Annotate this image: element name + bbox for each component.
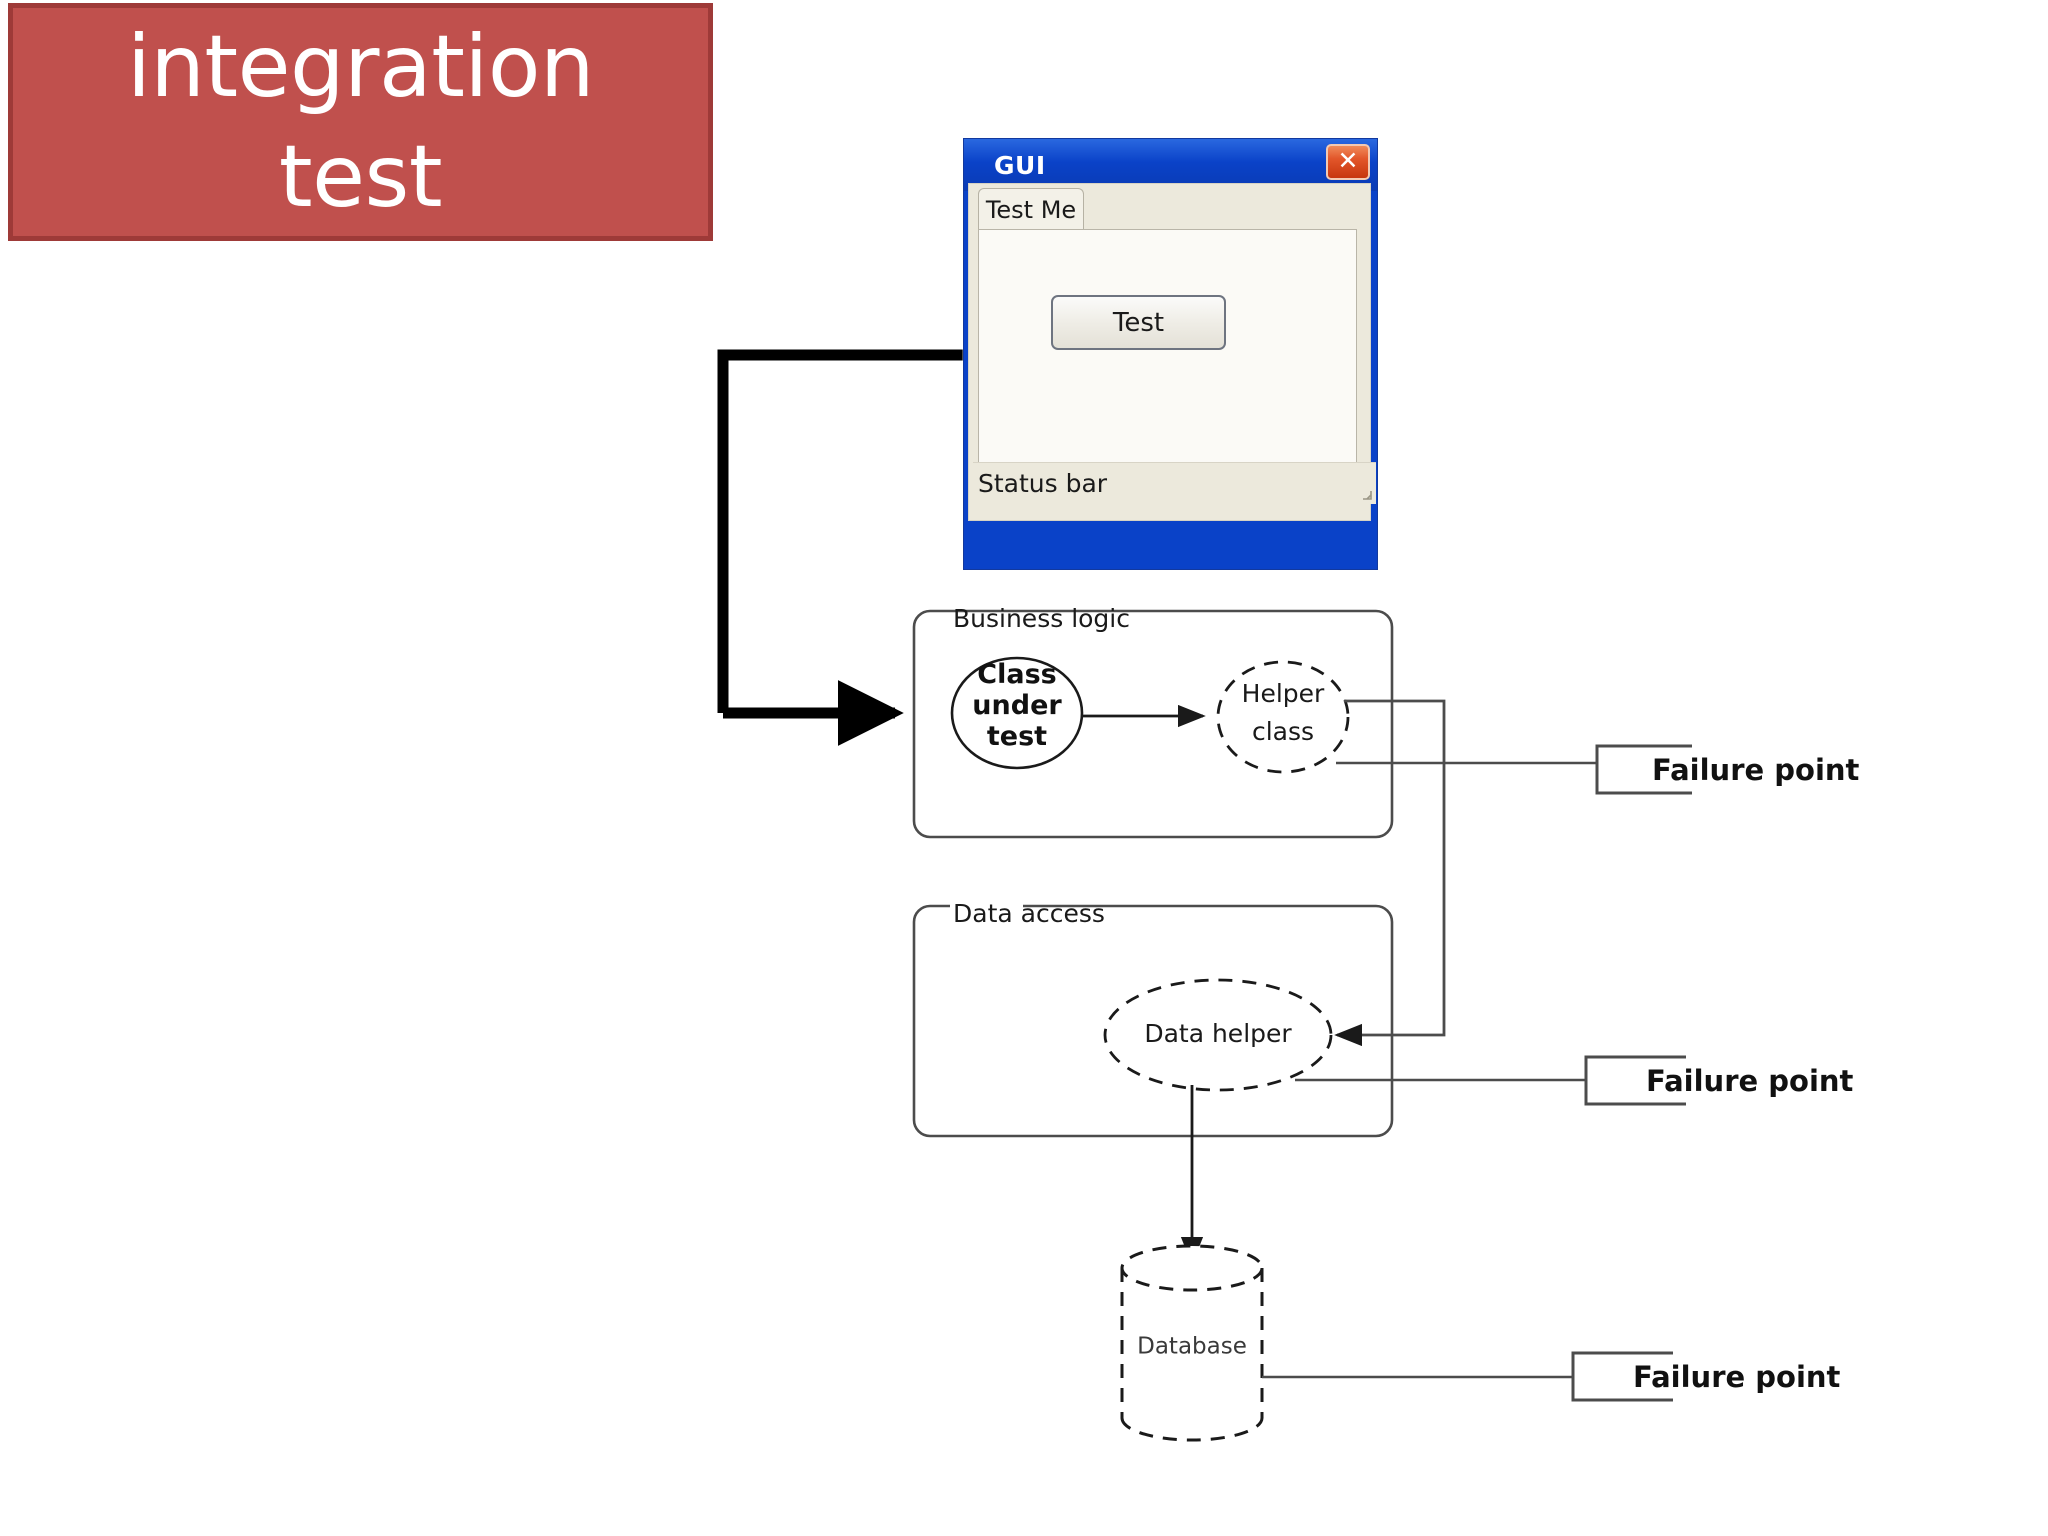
test-button[interactable]: Test <box>1051 295 1226 350</box>
gui-mock-window: GUI ✕ Test Me Test Status bar <box>963 138 1378 570</box>
status-bar: Status bar <box>973 462 1376 504</box>
status-bar-label: Status bar <box>978 469 1108 498</box>
node-class-under-test-line3: test <box>987 721 1047 752</box>
slide-title-block: integration test <box>8 3 713 241</box>
node-data-helper-label: Data helper <box>1144 1019 1292 1048</box>
callout-failure-point-helper-class: Failure point <box>1595 744 1860 795</box>
node-data-helper: Data helper <box>1103 978 1333 1092</box>
node-class-under-test-line2: under <box>972 690 1062 721</box>
edge-test-button-to-class-under-test <box>717 349 1060 746</box>
gui-titlebar[interactable]: GUI ✕ <box>964 139 1377 191</box>
tab-test-me-label: Test Me <box>985 195 1077 224</box>
callout-failure-point-database-label: Failure point <box>1633 1360 1841 1394</box>
edge-helper-class-to-data-helper <box>1334 699 1446 1047</box>
gui-window-title: GUI <box>994 151 1046 180</box>
node-class-under-test-line1: Class <box>977 659 1056 690</box>
callout-failure-point-helper-class-label: Failure point <box>1652 753 1860 787</box>
gui-client-area: Test Me Test Status bar <box>968 183 1376 521</box>
callout-failure-point-database: Failure point <box>1571 1351 1841 1402</box>
group-data-access: Data access <box>912 899 1394 1138</box>
group-business-logic-label: Business logic <box>953 604 1130 633</box>
test-button-label: Test <box>1112 307 1165 338</box>
page-title: integration test <box>127 16 594 227</box>
node-database-label: Database <box>1137 1334 1247 1360</box>
callout-failure-point-data-helper: Failure point <box>1584 1055 1854 1106</box>
close-icon-glyph: ✕ <box>1337 145 1359 175</box>
group-business-logic: Business logic <box>912 604 1394 839</box>
node-helper-class-line2: class <box>1252 717 1314 746</box>
tab-panel: Test <box>978 229 1357 501</box>
close-icon[interactable]: ✕ <box>1326 144 1370 180</box>
node-helper-class-line1: Helper <box>1242 679 1325 708</box>
resize-grip-icon[interactable] <box>1357 485 1373 501</box>
node-database: Database <box>1120 1244 1264 1442</box>
group-data-access-label: Data access <box>953 899 1105 928</box>
callout-failure-point-data-helper-label: Failure point <box>1646 1064 1854 1098</box>
node-helper-class: Helper class <box>1216 660 1350 774</box>
node-class-under-test: Class under test <box>950 656 1084 770</box>
tab-test-me[interactable]: Test Me <box>978 188 1084 230</box>
